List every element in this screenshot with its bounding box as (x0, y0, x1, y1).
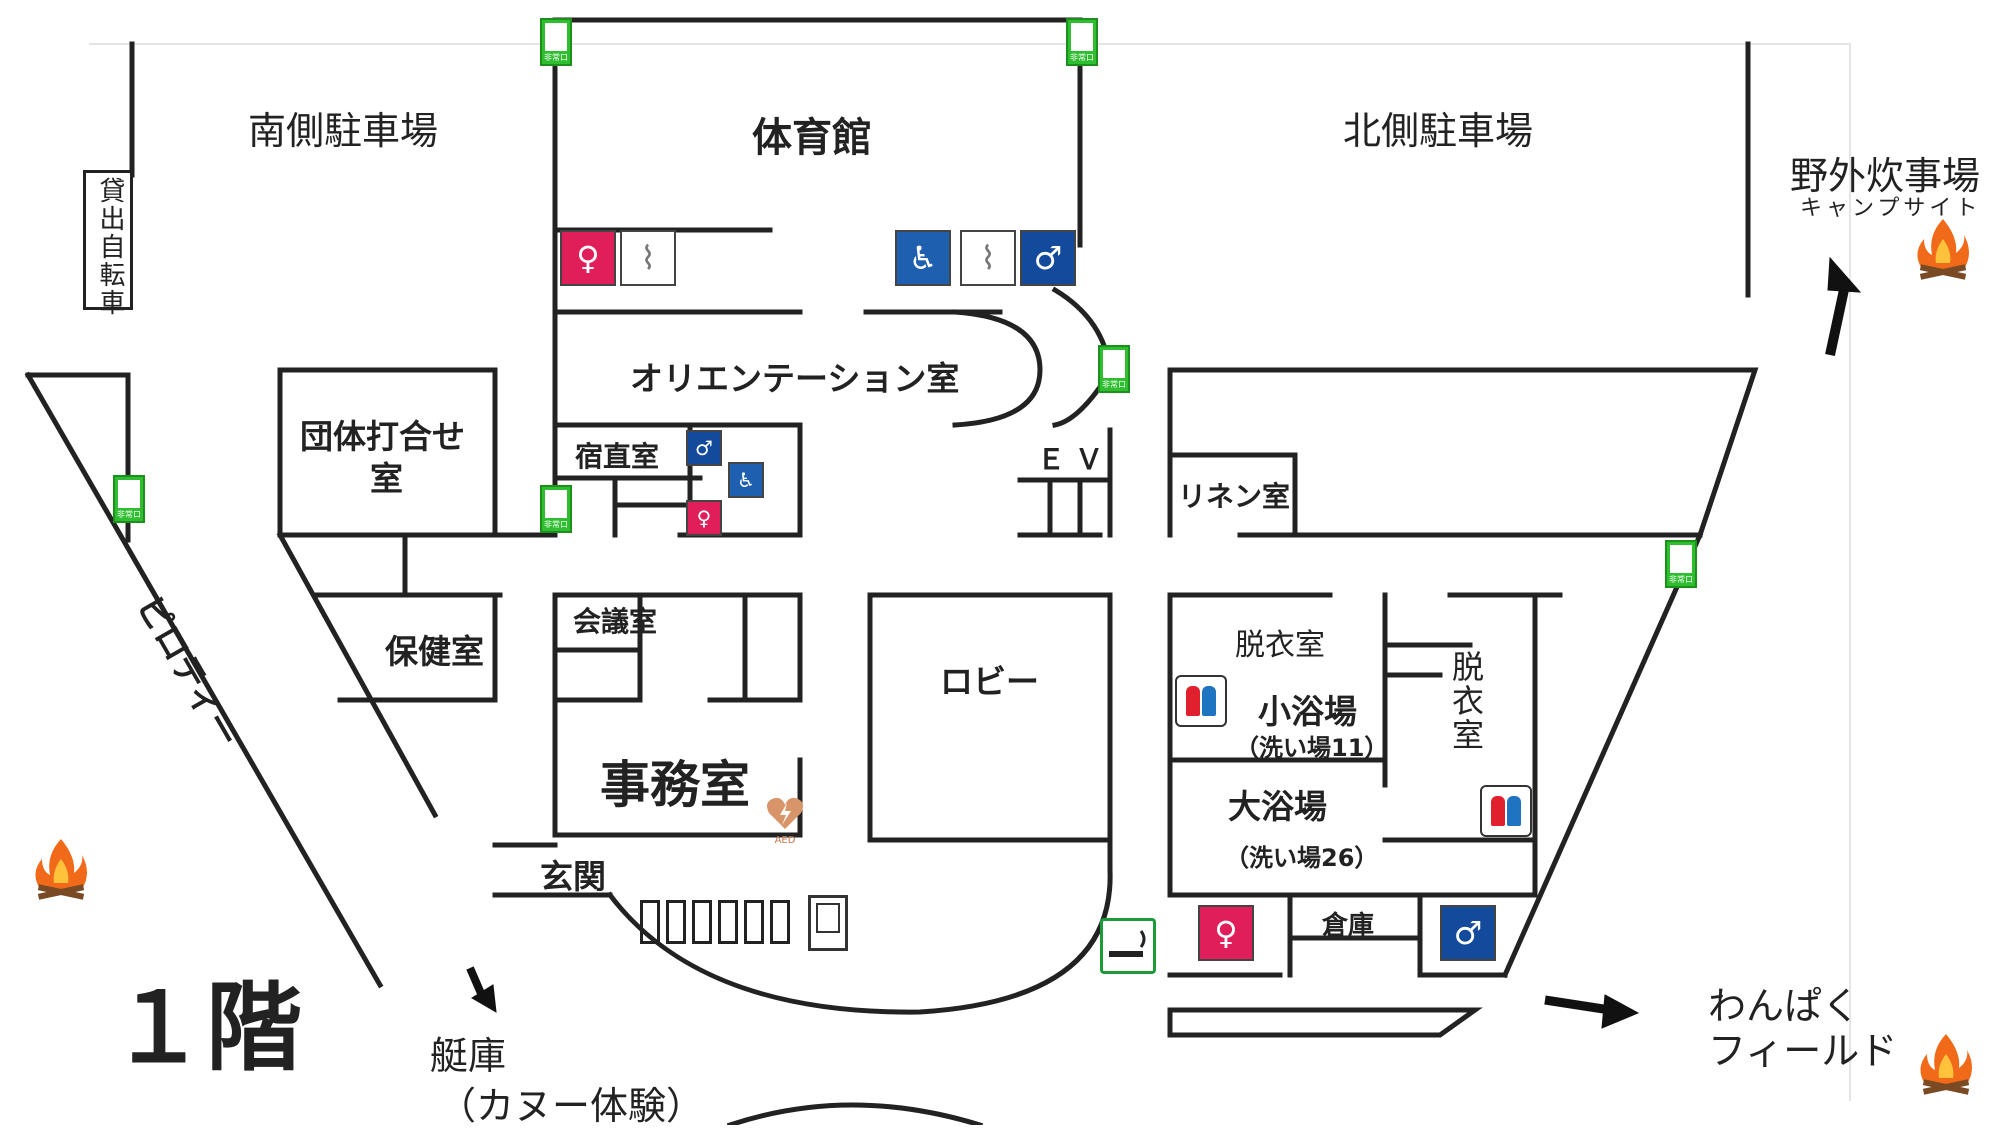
restroom-icon (1480, 785, 1532, 837)
rental-bike-label: 貸出自転車 (95, 177, 125, 317)
storage-label: 倉庫 (1322, 911, 1375, 941)
campfire-icon (30, 835, 92, 907)
wanpaku-label-1: わんぱく (1708, 984, 1861, 1028)
canoe-label: （カヌー体験） (438, 1084, 705, 1128)
shower-icon: ⌇ (960, 230, 1016, 286)
restroom-icon (1175, 675, 1227, 727)
vending-machine-icon (808, 895, 848, 951)
dressing-room-label-2: 脱衣室 (1447, 650, 1485, 752)
aed-text: AED (774, 835, 796, 846)
campfire-icon (1915, 1030, 1977, 1102)
rental-bike-sign: 貸出自転車 (83, 170, 133, 317)
boathouse-label: 艇庫 (430, 1034, 507, 1078)
emergency-exit-text: 非常口 (1669, 575, 1693, 584)
south-parking-label: 南側駐車場 (248, 109, 439, 153)
locker-icon (666, 900, 686, 944)
small-bath-note: （洗い場11） (1235, 734, 1389, 762)
dressing-room-label-1: 脱衣室 (1235, 628, 1325, 663)
gym-label: 体育館 (752, 115, 872, 161)
ev-label: ＥＶ (1037, 443, 1114, 476)
men-toilet-icon: ♂ (1440, 905, 1496, 961)
men-toilet-icon: ♂ (1020, 230, 1076, 286)
locker-icon (692, 900, 712, 944)
group-meeting-label-1: 団体打合せ (300, 417, 465, 456)
night-duty-label: 宿直室 (575, 440, 660, 473)
large-bath-label: 大浴場 (1228, 787, 1327, 826)
locker-icon (640, 900, 660, 944)
accessible-toilet-icon: ♿ (895, 230, 951, 286)
emergency-exit-text: 非常口 (544, 53, 568, 62)
emergency-exit-icon: 非常口 (540, 18, 572, 66)
small-bath-label: 小浴場 (1258, 692, 1357, 731)
locker-icon (718, 900, 738, 944)
shower-icon: ⌇ (620, 230, 676, 286)
group-meeting-label-2: 室 (370, 459, 403, 498)
emergency-exit-text: 非常口 (1070, 53, 1094, 62)
women-toilet-icon: ♀ (686, 500, 722, 536)
emergency-exit-text: 非常口 (544, 520, 568, 529)
emergency-exit-icon: 非常口 (1066, 18, 1098, 66)
wanpaku-label-2: フィールド (1708, 1029, 1898, 1073)
conference-room-label: 会議室 (573, 605, 658, 638)
men-toilet-icon: ♂ (686, 430, 722, 466)
women-toilet-icon: ♀ (560, 230, 616, 286)
north-parking-label: 北側駐車場 (1343, 109, 1534, 153)
entrance-label: 玄関 (540, 857, 606, 896)
camp-site-label: キャンプサイト (1800, 196, 1982, 221)
lobby-label: ロビー (940, 662, 1039, 701)
coin-lockers (640, 900, 790, 944)
emergency-exit-text: 非常口 (1102, 380, 1126, 389)
emergency-exit-icon: 非常口 (540, 485, 572, 533)
campfire-icon (1912, 215, 1974, 287)
floor-label: １階 (110, 972, 302, 1084)
outdoor-cooking-label: 野外炊事場 (1790, 154, 1981, 198)
linen-room-label: リネン室 (1178, 480, 1291, 513)
locker-icon (770, 900, 790, 944)
emergency-exit-icon: 非常口 (113, 475, 145, 523)
smoking-area-icon (1100, 918, 1156, 974)
orientation-room-label: オリエンテーション室 (630, 359, 960, 398)
office-label: 事務室 (600, 756, 750, 814)
aed-icon: AED (765, 795, 805, 846)
locker-icon (744, 900, 764, 944)
accessible-toilet-icon: ♿ (728, 462, 764, 498)
emergency-exit-icon: 非常口 (1098, 345, 1130, 393)
women-toilet-icon: ♀ (1198, 905, 1254, 961)
large-bath-note: （洗い場26） (1225, 844, 1379, 872)
health-room-label: 保健室 (385, 632, 484, 671)
emergency-exit-text: 非常口 (117, 510, 141, 519)
emergency-exit-icon: 非常口 (1665, 540, 1697, 588)
